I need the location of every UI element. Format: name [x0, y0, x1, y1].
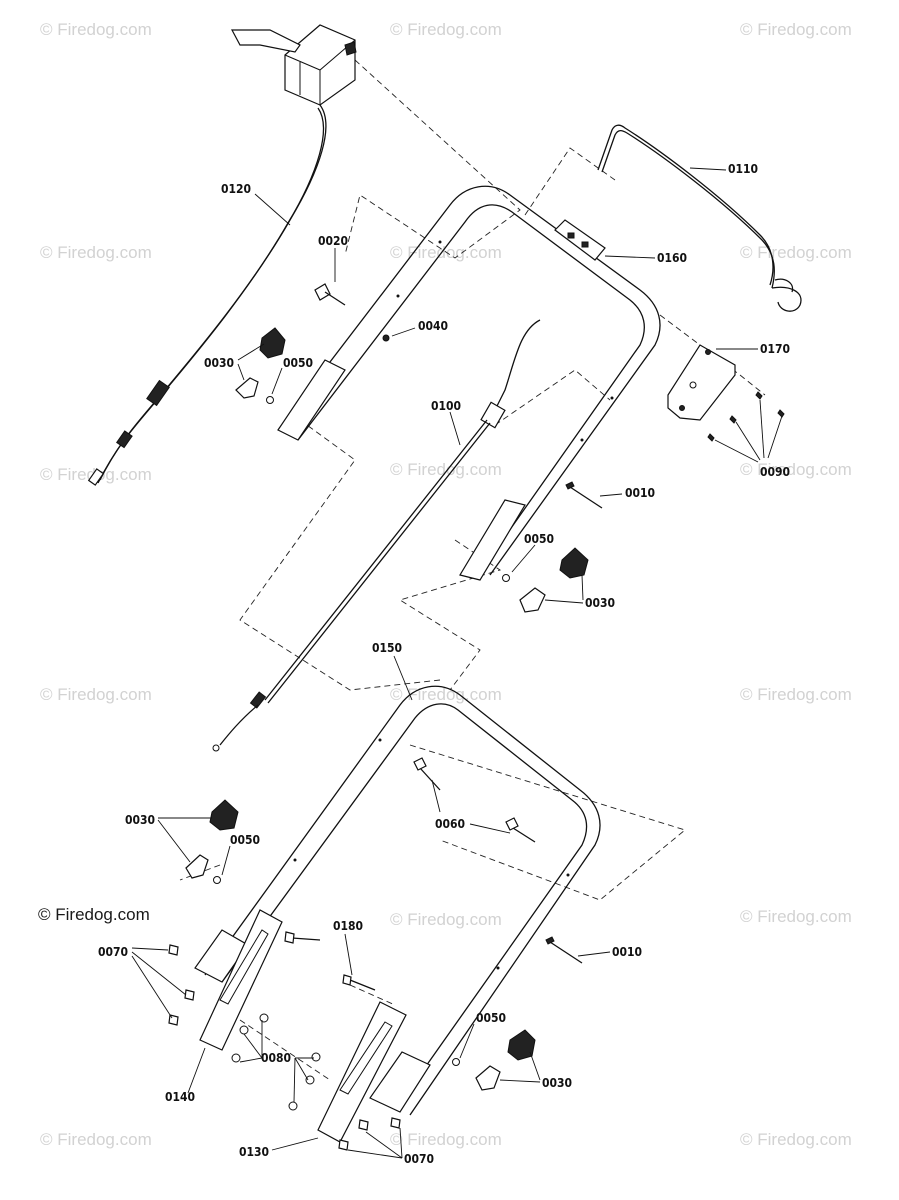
label-0130: 0130	[239, 1145, 269, 1159]
label-0060: 0060	[435, 817, 465, 831]
watermark: © Firedog.com	[40, 243, 152, 262]
control-cable-assembly	[87, 24, 357, 486]
label-0050: 0050	[230, 833, 260, 847]
watermark: © Firedog.com	[740, 1130, 852, 1149]
washers-0050	[213, 396, 510, 1066]
label-0070: 0070	[98, 945, 128, 959]
watermark: © Firedog.com	[40, 1130, 152, 1149]
watermark: © Firedog.com	[390, 460, 502, 479]
fasteners-lower	[168, 931, 401, 1151]
label-0050: 0050	[476, 1011, 506, 1025]
label-0150: 0150	[372, 641, 402, 655]
label-0120: 0120	[221, 182, 251, 196]
watermark: © Firedog.com	[740, 20, 852, 39]
label-0020: 0020	[318, 234, 348, 248]
lower-handle	[194, 685, 601, 1116]
assembly-lines	[179, 59, 766, 1081]
watermark: © Firedog.com	[390, 243, 502, 262]
bolts-0060	[413, 757, 536, 843]
bail-bar	[597, 124, 802, 312]
label-0050: 0050	[524, 532, 554, 546]
label-0030: 0030	[585, 596, 615, 610]
label-0140: 0140	[165, 1090, 195, 1104]
watermark: © Firedog.com	[740, 685, 852, 704]
watermark-main: © Firedog.com	[38, 905, 150, 924]
leader-lines	[131, 167, 783, 1159]
part-labels: 0120 0020 0040 0030 0050 0110 0160 0170 …	[98, 162, 790, 1166]
label-0030: 0030	[204, 356, 234, 370]
label-0100: 0100	[431, 399, 461, 413]
watermark: © Firedog.com	[740, 460, 852, 479]
label-0010: 0010	[625, 486, 655, 500]
watermark: © Firedog.com	[390, 20, 502, 39]
cable-guide-plate	[667, 344, 736, 421]
knobs-0030	[185, 327, 589, 1091]
label-0090: 0090	[760, 465, 790, 479]
label-0080: 0080	[261, 1051, 291, 1065]
watermark: © Firedog.com	[40, 20, 152, 39]
label-0030: 0030	[542, 1076, 572, 1090]
label-0030: 0030	[125, 813, 155, 827]
watermark: © Firedog.com	[390, 910, 502, 929]
upper-handle	[277, 185, 661, 581]
label-0180: 0180	[333, 919, 363, 933]
pins-0010	[545, 481, 603, 964]
watermark: © Firedog.com	[740, 243, 852, 262]
watermarks: © Firedog.com © Firedog.com © Firedog.co…	[38, 20, 852, 1149]
label-0070: 0070	[404, 1152, 434, 1166]
bolt-0020	[314, 283, 390, 342]
watermark: © Firedog.com	[40, 685, 152, 704]
label-0160: 0160	[657, 251, 687, 265]
brackets	[199, 909, 407, 1143]
label-0010: 0010	[612, 945, 642, 959]
watermark: © Firedog.com	[740, 907, 852, 926]
throttle-cable	[212, 319, 541, 752]
label-0040: 0040	[418, 319, 448, 333]
watermark: © Firedog.com	[390, 1130, 502, 1149]
screws-0090	[707, 391, 785, 442]
label-0170: 0170	[760, 342, 790, 356]
label-0110: 0110	[728, 162, 758, 176]
label-0050: 0050	[283, 356, 313, 370]
